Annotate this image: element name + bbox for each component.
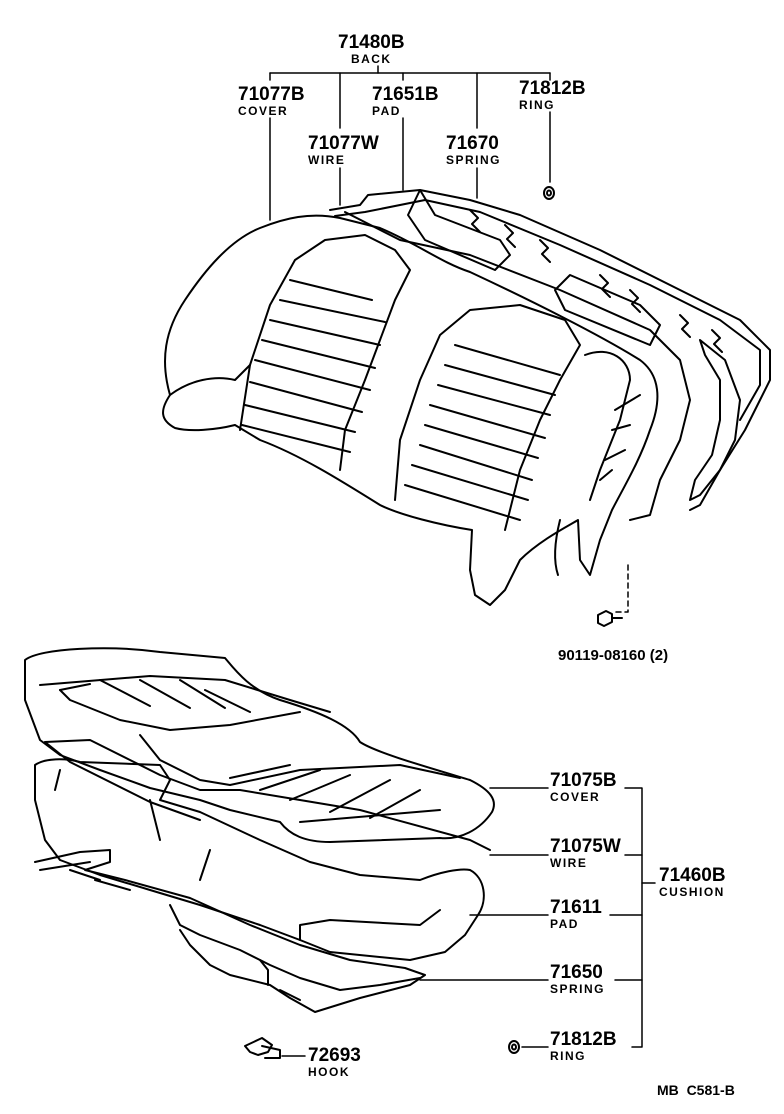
label-cushion-cover: 71075B COVER [550,771,617,803]
hook-part [244,1037,281,1059]
label-back-wire: 71077W WIRE [308,134,379,166]
label-back-ring: 71812B RING [519,79,586,111]
back-wire-name: WIRE [308,153,346,167]
back-ring-name: RING [519,98,555,112]
hook-name: HOOK [308,1065,350,1079]
cushion-cover-number: 71075B [550,770,617,791]
cushion-leader-lines [281,787,656,1057]
seat-cushion-cover [24,647,495,843]
footer-diagram-code: C581-B [686,1082,735,1098]
label-cushion-spring: 71650 SPRING [550,963,605,995]
label-cushion-pad: 71611 PAD [550,898,602,930]
label-back-pad: 71651B PAD [372,85,439,117]
back-leader-lines [269,65,629,613]
cushion-wire-number: 71075W [550,836,621,857]
cushion-ring-part [508,1040,520,1054]
seat-cushion-wire [44,739,491,851]
back-cover-name: COVER [238,104,289,118]
cushion-cover-name: COVER [550,790,601,804]
label-back-spring: 71670 SPRING [446,134,501,166]
label-hook: 72693 HOOK [308,1046,361,1078]
back-spring-name: SPRING [446,153,502,167]
cushion-assembly-name: CUSHION [659,885,725,899]
back-ring-number: 71812B [519,78,586,99]
label-back-cover: 71077B COVER [238,85,305,117]
back-wire-number: 71077W [308,133,379,154]
cushion-ring-number: 71812B [550,1029,617,1050]
footer-code: MB C581-B [657,1082,735,1098]
back-cover-number: 71077B [238,84,305,105]
seat-cushion-spring [34,849,426,1013]
cushion-pad-number: 71611 [550,897,602,918]
back-spring-number: 71670 [446,133,499,154]
cushion-spring-number: 71650 [550,962,603,983]
back-pad-number: 71651B [372,84,439,105]
seat-back [162,189,771,606]
label-cushion-ring: 71812B RING [550,1030,617,1062]
back-ring-part [543,186,555,200]
label-bolt: 90119-08160 (2) [558,647,669,664]
hook-number: 72693 [308,1045,361,1066]
label-back-assembly: 71480B BACK [338,33,405,65]
seat-cushion-pad [34,758,485,961]
cushion-pad-name: PAD [550,917,579,931]
footer-model: MB [657,1082,679,1098]
cushion-ring-name: RING [550,1049,586,1063]
back-pad-name: PAD [372,104,401,118]
bolt-part [597,610,623,627]
cushion-wire-name: WIRE [550,856,588,870]
label-cushion-wire: 71075W WIRE [550,837,621,869]
label-cushion-assembly: 71460B CUSHION [659,866,726,898]
back-assembly-name: BACK [350,52,392,66]
back-assembly-number: 71480B [338,32,405,53]
cushion-spring-name: SPRING [550,982,606,996]
cushion-assembly-number: 71460B [659,865,726,886]
